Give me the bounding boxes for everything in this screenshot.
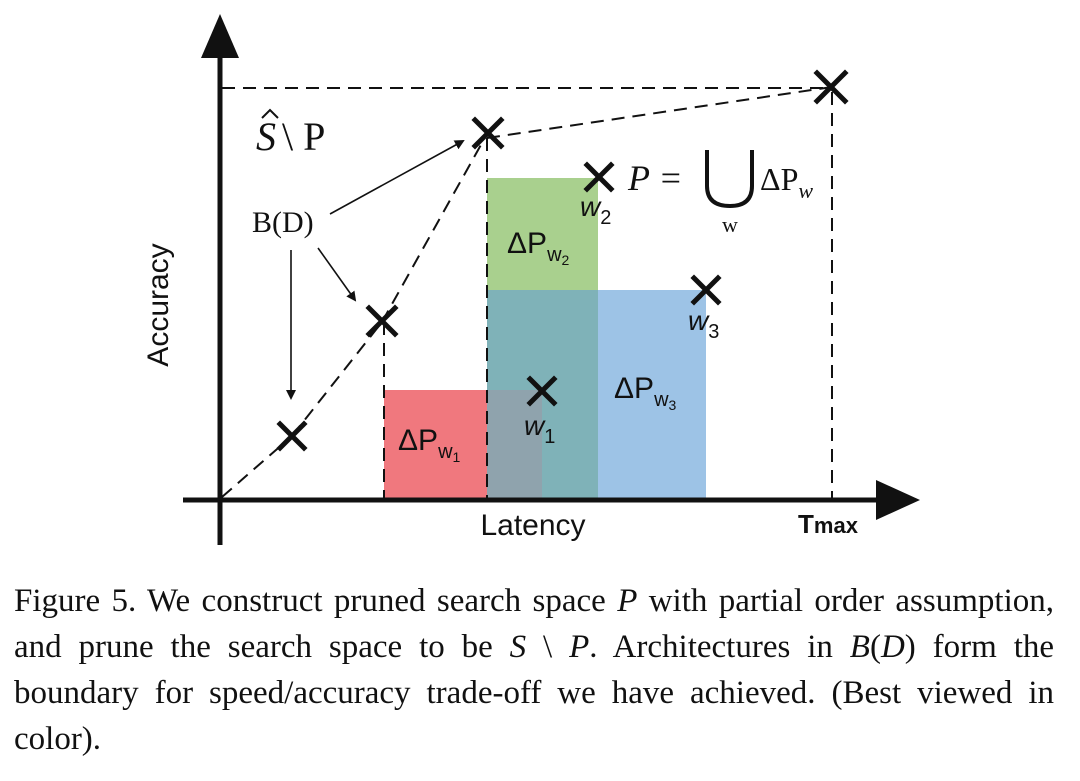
pruned-space-label: S\ P: [256, 114, 325, 159]
architecture-markers: [276, 69, 849, 452]
pruned-search-space-diagram: Latency Accuracy Tmax S\ P B(D) P = w ΔP…: [142, 14, 920, 545]
caption-part2: with partial order assumption, and prune…: [14, 583, 1054, 665]
axes: [183, 14, 920, 545]
point-tmax-cross-icon: [813, 69, 849, 105]
caption-math-b: B: [849, 629, 870, 665]
point-w1-label: w1: [524, 410, 555, 448]
point-w2-cross-icon: [583, 161, 615, 193]
caption-part1: Figure 5. We construct pruned search spa…: [14, 583, 618, 619]
point-low-cross-icon: [276, 420, 308, 452]
caption-part4: form the boundary for speed/accuracy tra…: [14, 629, 1055, 757]
caption-lparen: (: [869, 629, 881, 665]
y-axis-label: Accuracy: [142, 243, 175, 366]
hat-accent-icon: [261, 108, 279, 119]
point-w1-cross-icon: [526, 375, 558, 407]
dashed-guides: [221, 86, 833, 500]
caption-rparen: ): [904, 629, 916, 665]
x-axis-label: Latency: [480, 509, 585, 542]
caption-math-s: S: [509, 629, 527, 665]
caption-math-p2: P: [569, 629, 590, 665]
delta-p-w2-label: ΔPw2: [507, 227, 570, 268]
x-axis-arrowhead-icon: [876, 480, 920, 520]
union-symbol-icon: [705, 150, 754, 209]
boundary-label: B(D): [252, 206, 314, 239]
region-delta-p-w2: [487, 178, 598, 290]
caption-part3: . Architectures in: [589, 629, 850, 665]
boundary-arrows: [286, 140, 465, 400]
point-w3-label: w3: [688, 305, 719, 343]
caption-math-p: P: [617, 583, 638, 619]
region-overlap-gray: [487, 390, 542, 500]
delta-p-w1-label: ΔPw1: [398, 424, 461, 465]
point-w3-cross-icon: [690, 274, 722, 306]
point-mid-cross-icon: [365, 304, 399, 338]
union-rhs: ΔPw: [760, 161, 813, 203]
caption-setminus: \: [526, 629, 570, 665]
union-index: w: [722, 212, 738, 237]
figure-caption: Figure 5. We construct pruned search spa…: [14, 578, 1054, 762]
tmax-label: Tmax: [798, 509, 859, 539]
y-axis-arrowhead-icon: [201, 14, 239, 58]
region-delta-p-w3: [598, 290, 706, 500]
point-top-cross-icon: [471, 116, 505, 150]
delta-p-w3-label: ΔPw3: [614, 372, 677, 413]
point-w2-label: w2: [580, 191, 611, 229]
caption-math-d: D: [880, 629, 905, 665]
union-lhs: P =: [627, 158, 683, 198]
